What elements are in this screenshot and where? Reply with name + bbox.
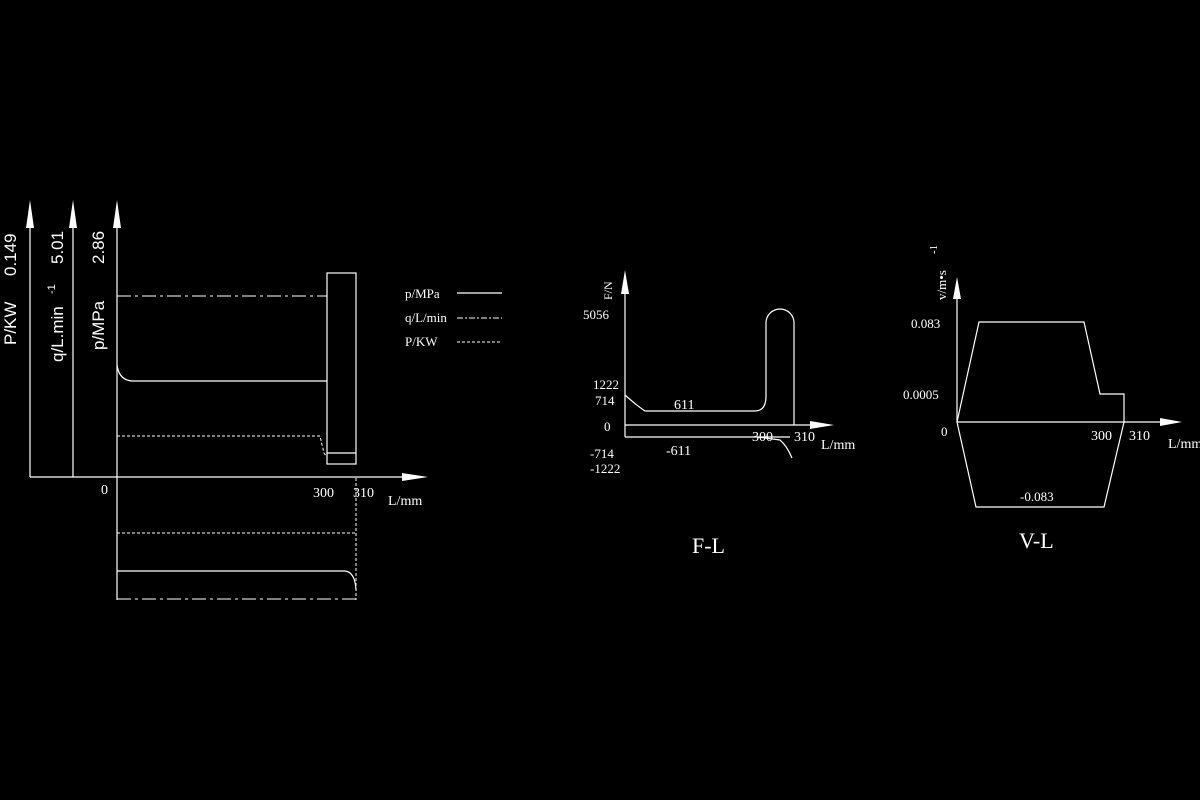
y-tick-00005: 0.0005 [903, 387, 939, 402]
zero-label: 0 [941, 424, 948, 439]
legend-label-pressure: p/MPa [405, 286, 440, 301]
power-axis-label: P/KW [1, 302, 20, 345]
y-tick-1222: 1222 [593, 377, 619, 392]
y-tick-0083: 0.083 [911, 316, 940, 331]
y-tick-5056: 5056 [583, 307, 610, 322]
force-axis-arrow [621, 270, 629, 294]
length-axis-arrow [402, 473, 428, 481]
velocity-axis-arrow [953, 277, 961, 299]
legend-label-power: P/KW [405, 334, 438, 349]
value-neg-611: -611 [666, 444, 691, 459]
x-axis-label: L/mm [388, 494, 422, 509]
x-axis-label: L/mm [821, 438, 855, 453]
x-tick-300: 300 [752, 430, 773, 445]
length-axis-arrow [810, 421, 834, 429]
pressure-axis-label: p/MPa [89, 300, 108, 350]
flow-axis-arrow [69, 200, 77, 228]
velocity-axis-label: v/m•s [934, 270, 949, 300]
velocity-curve-forward [956, 321, 1125, 423]
velocity-curve-return [956, 421, 1125, 508]
x-tick-310: 310 [1129, 429, 1150, 444]
x-axis-label: L/mm [1168, 437, 1200, 452]
pqp-diagram: P/KW 0.149 q/L.min -1 5.01 p/MPa 2.86 0 … [1, 200, 502, 600]
value-611: 611 [674, 398, 694, 413]
y-tick-neg-714: -714 [590, 446, 614, 461]
flow-axis-max: 5.01 [48, 231, 67, 264]
x-tick-300: 300 [1091, 429, 1112, 444]
x-tick-310: 310 [794, 430, 815, 445]
force-axis-label: F/N [601, 281, 615, 300]
upper-block-outline [326, 272, 357, 465]
power-curve-forward [117, 435, 328, 458]
power-axis-max: 0.149 [1, 233, 20, 276]
x-tick-310: 310 [353, 486, 374, 501]
flow-axis-sup: -1 [46, 284, 58, 294]
diagram-title: V-L [1019, 528, 1054, 553]
value-neg-0083: -0.083 [1020, 489, 1054, 504]
power-axis-arrow [26, 200, 34, 228]
legend-label-flow: q/L/min [405, 310, 447, 325]
x-tick-0: 0 [101, 483, 108, 498]
velocity-axis-sup: -1 [928, 245, 940, 254]
pressure-curve-return [117, 570, 357, 591]
x-tick-300: 300 [313, 486, 334, 501]
zero-label: 0 [604, 419, 611, 434]
legend: p/MPa q/L/min P/KW [405, 286, 502, 349]
length-axis-arrow [1160, 418, 1182, 426]
y-tick-714: 714 [595, 393, 615, 408]
y-tick-neg-1222: -1222 [590, 461, 620, 476]
force-curve-forward [624, 308, 795, 425]
force-curve-return [757, 436, 793, 459]
diagram-title: F-L [692, 533, 725, 558]
velocity-length-diagram: v/m•s -1 0.083 0.0005 0 -0.083 300 310 L… [903, 245, 1200, 553]
force-length-diagram: F/N 5056 1222 714 0 -714 -1222 611 -611 … [583, 270, 855, 558]
flow-axis-label: q/L.min [48, 306, 67, 362]
pressure-curve-forward [116, 364, 327, 382]
pressure-axis-arrow [113, 200, 121, 228]
pressure-axis-max: 2.86 [89, 231, 108, 264]
